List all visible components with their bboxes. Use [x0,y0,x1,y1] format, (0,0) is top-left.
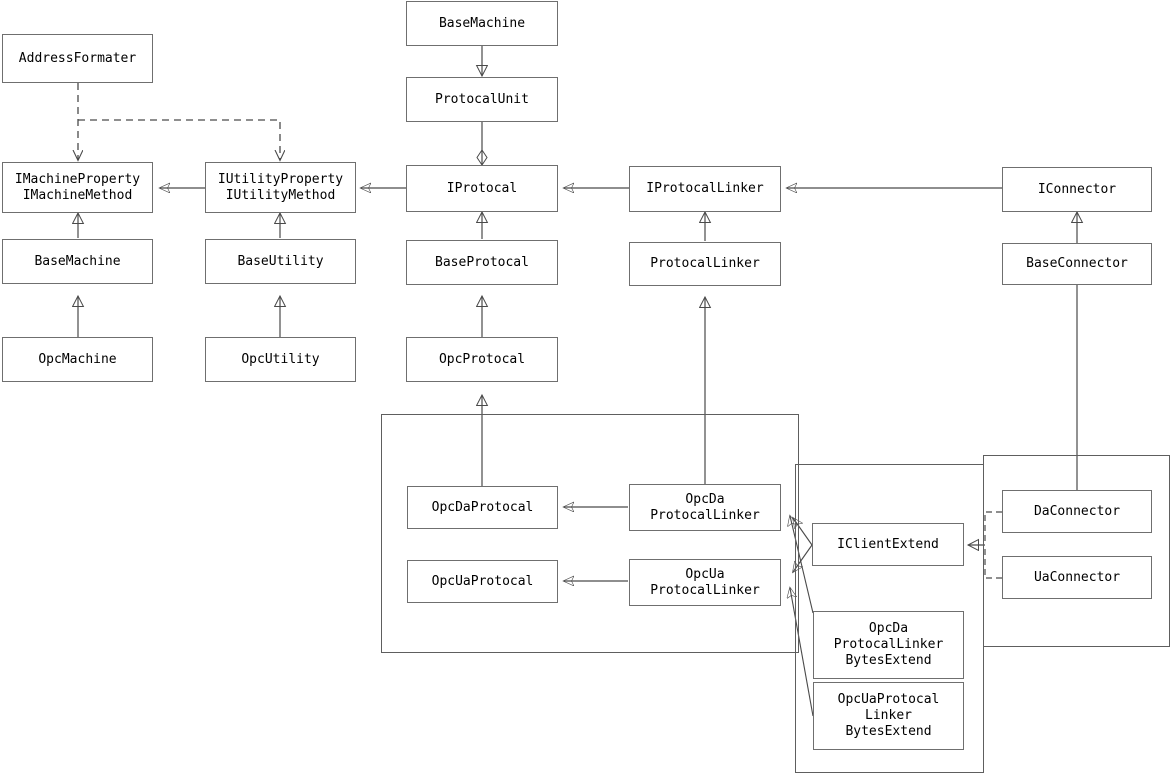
class-box-opcdalinkerbytesextend[interactable]: OpcDa ProtocalLinker BytesExtend [813,611,964,679]
class-box-imachineproperty[interactable]: IMachineProperty IMachineMethod [2,162,153,213]
class-box-uaconnector[interactable]: UaConnector [1002,556,1152,599]
class-box-baseconnector[interactable]: BaseConnector [1002,243,1152,285]
group-protocals [381,414,799,653]
class-box-protocallinker[interactable]: ProtocalLinker [629,242,781,286]
class-box-iutilityproperty[interactable]: IUtilityProperty IUtilityMethod [205,162,356,213]
group-connectors [983,455,1170,647]
class-box-addressformater[interactable]: AddressFormater [2,34,153,83]
class-box-iprotocallinker[interactable]: IProtocalLinker [629,166,781,212]
class-box-protocalunit[interactable]: ProtocalUnit [406,77,558,122]
class-box-opcutility[interactable]: OpcUtility [205,337,356,382]
class-box-basemachine[interactable]: BaseMachine [2,239,153,284]
class-box-opcdaprotocal[interactable]: OpcDaProtocal [407,486,558,529]
class-box-opcdaprotocallinker[interactable]: OpcDa ProtocalLinker [629,484,781,531]
class-box-iprotocal[interactable]: IProtocal [406,165,558,212]
class-box-baseutility[interactable]: BaseUtility [205,239,356,284]
edge-addressformater-iutility [78,119,280,160]
class-box-iclientextend[interactable]: IClientExtend [812,523,964,566]
class-box-basemachine-top[interactable]: BaseMachine [406,1,558,46]
class-box-opcuaprotocal[interactable]: OpcUaProtocal [407,560,558,603]
class-box-opcuaprotocallinker[interactable]: OpcUa ProtocalLinker [629,559,781,606]
class-box-opcprotocal[interactable]: OpcProtocal [406,337,558,382]
class-box-opcmachine[interactable]: OpcMachine [2,337,153,382]
class-box-iconnector[interactable]: IConnector [1002,167,1152,212]
class-box-baseprotocal[interactable]: BaseProtocal [406,240,558,285]
class-box-opcualinkerbytesextend[interactable]: OpcUaProtocal Linker BytesExtend [813,682,964,750]
class-box-daconnector[interactable]: DaConnector [1002,490,1152,533]
